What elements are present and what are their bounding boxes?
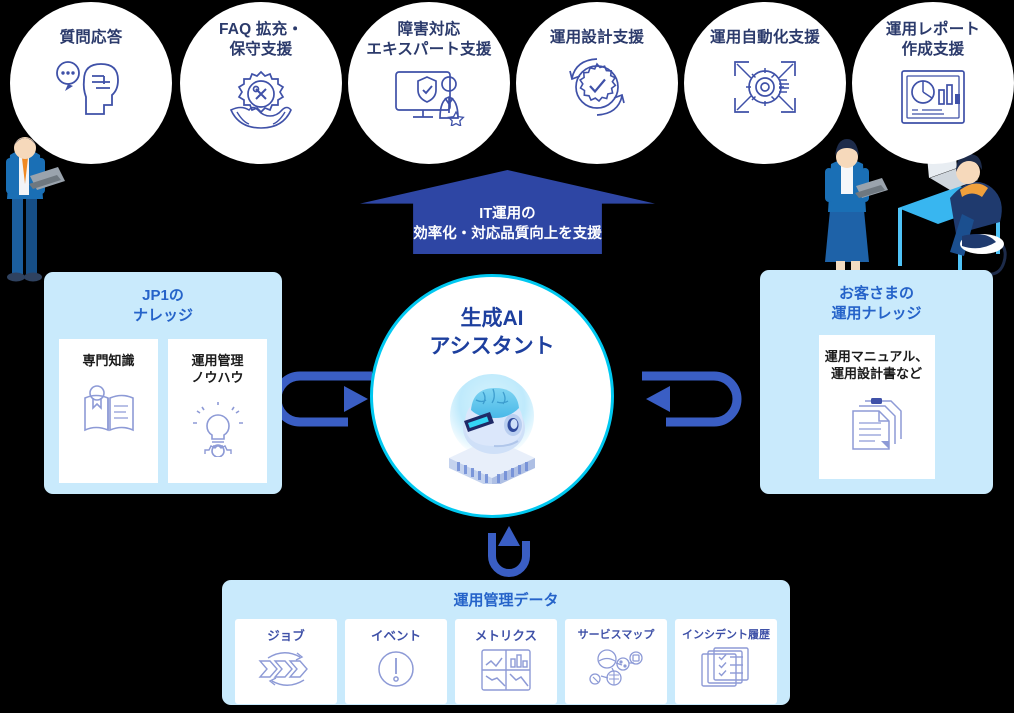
panel-title: 運用管理データ xyxy=(453,592,559,609)
data-card-incident-history[interactable]: インシデント履歴 xyxy=(675,619,777,704)
knowledge-card-knowhow[interactable]: 運用管理 ノウハウ xyxy=(168,339,267,483)
customer-knowledge-panel: お客さまの 運用ナレッジ 運用マニュアル、 運用設計書など xyxy=(760,270,993,494)
card-label: ジョブ xyxy=(267,629,305,643)
capability-circle-report[interactable]: 運用レポート 作成支援 xyxy=(852,2,1014,164)
banner-text: IT運用の 効率化・対応品質向上を支援 xyxy=(413,206,602,242)
capability-label: FAQ 拡充・ 保守支援 xyxy=(218,21,304,58)
standing-woman-with-laptop xyxy=(825,139,888,285)
operations-data-panel: 運用管理データ ジョブ イベント xyxy=(222,580,790,705)
card-list: 専門知識 運用管理 ノウハウ xyxy=(59,339,267,483)
report-chart-icon xyxy=(898,68,968,131)
metrics-charts-icon xyxy=(480,648,532,697)
capability-circle-incident-expert[interactable]: 障害対応 エキスパート支援 xyxy=(348,2,510,164)
left-inflow-arrow xyxy=(272,371,372,427)
lightbulb-gear-icon xyxy=(190,401,246,462)
capability-label: 障害対応 エキスパート支援 xyxy=(366,21,492,58)
gear-automation-icon xyxy=(729,56,801,123)
knowledge-card-manuals[interactable]: 運用マニュアル、 運用設計書など xyxy=(818,335,935,479)
data-card-event[interactable]: イベント xyxy=(345,619,447,704)
capability-circle-faq-maintenance[interactable]: FAQ 拡充・ 保守支援 xyxy=(180,2,342,164)
open-book-award-icon xyxy=(80,384,138,443)
standing-man-with-laptop xyxy=(6,137,65,282)
capability-label: 運用設計支援 xyxy=(549,29,645,46)
knowledge-card-expertise[interactable]: 専門知識 xyxy=(59,339,158,483)
jp1-knowledge-panel: JP1の ナレッジ 専門知識 運用管理 ノウハウ xyxy=(44,272,282,494)
incident-history-icon xyxy=(700,646,752,693)
monitor-expert-shield-icon xyxy=(390,68,468,131)
bottom-inflow-arrow xyxy=(488,533,530,577)
capability-label: 運用レポート 作成支援 xyxy=(885,21,981,58)
data-card-service-map[interactable]: サービスマップ xyxy=(565,619,667,704)
seated-man-at-desk-with-laptop xyxy=(898,146,1007,278)
right-arrow-head xyxy=(646,386,670,412)
left-arrow-head xyxy=(344,386,368,412)
data-card-job[interactable]: ジョブ xyxy=(235,619,337,704)
card-label: メトリクス xyxy=(474,629,538,643)
gear-check-cycle-icon xyxy=(558,56,636,123)
card-label: 運用管理 ノウハウ xyxy=(191,353,244,385)
data-card-metrics[interactable]: メトリクス xyxy=(455,619,557,704)
capability-circle-operation-design[interactable]: 運用設計支援 xyxy=(516,2,678,164)
panel-title: お客さまの 運用ナレッジ xyxy=(831,285,922,322)
capability-circle-automation[interactable]: 運用自動化支援 xyxy=(684,2,846,164)
support-banner: IT運用の 効率化・対応品質向上を支援 xyxy=(360,170,655,254)
ai-robot-icon xyxy=(431,366,553,489)
card-label: 専門知識 xyxy=(82,353,135,368)
exclamation-circle-icon xyxy=(375,648,417,695)
capability-label: 運用自動化支援 xyxy=(710,29,820,46)
gear-tools-hands-icon xyxy=(225,68,297,135)
card-label: 運用マニュアル、 運用設計書など xyxy=(824,349,929,381)
card-list: ジョブ イベント xyxy=(235,619,777,704)
capability-label: 質問応答 xyxy=(59,29,123,46)
speech-head-icon xyxy=(54,56,128,125)
panel-title: JP1の ナレッジ xyxy=(132,287,193,324)
right-inflow-arrow xyxy=(642,371,742,427)
job-flow-arrows-icon xyxy=(256,648,316,695)
generative-ai-assistant-node[interactable]: 生成AI アシスタント xyxy=(370,274,614,518)
capability-circle-question-answer[interactable]: 質問応答 xyxy=(10,2,172,164)
card-label: イベント xyxy=(370,629,421,643)
card-label: サービスマップ xyxy=(577,629,655,641)
card-list: 運用マニュアル、 運用設計書など xyxy=(818,335,935,479)
bottom-arrow-head xyxy=(498,526,520,546)
service-map-nodes-icon xyxy=(587,646,645,693)
documents-stack-icon xyxy=(849,397,905,460)
ai-title: 生成AI アシスタント xyxy=(429,307,555,358)
card-label: インシデント履歴 xyxy=(682,629,770,641)
